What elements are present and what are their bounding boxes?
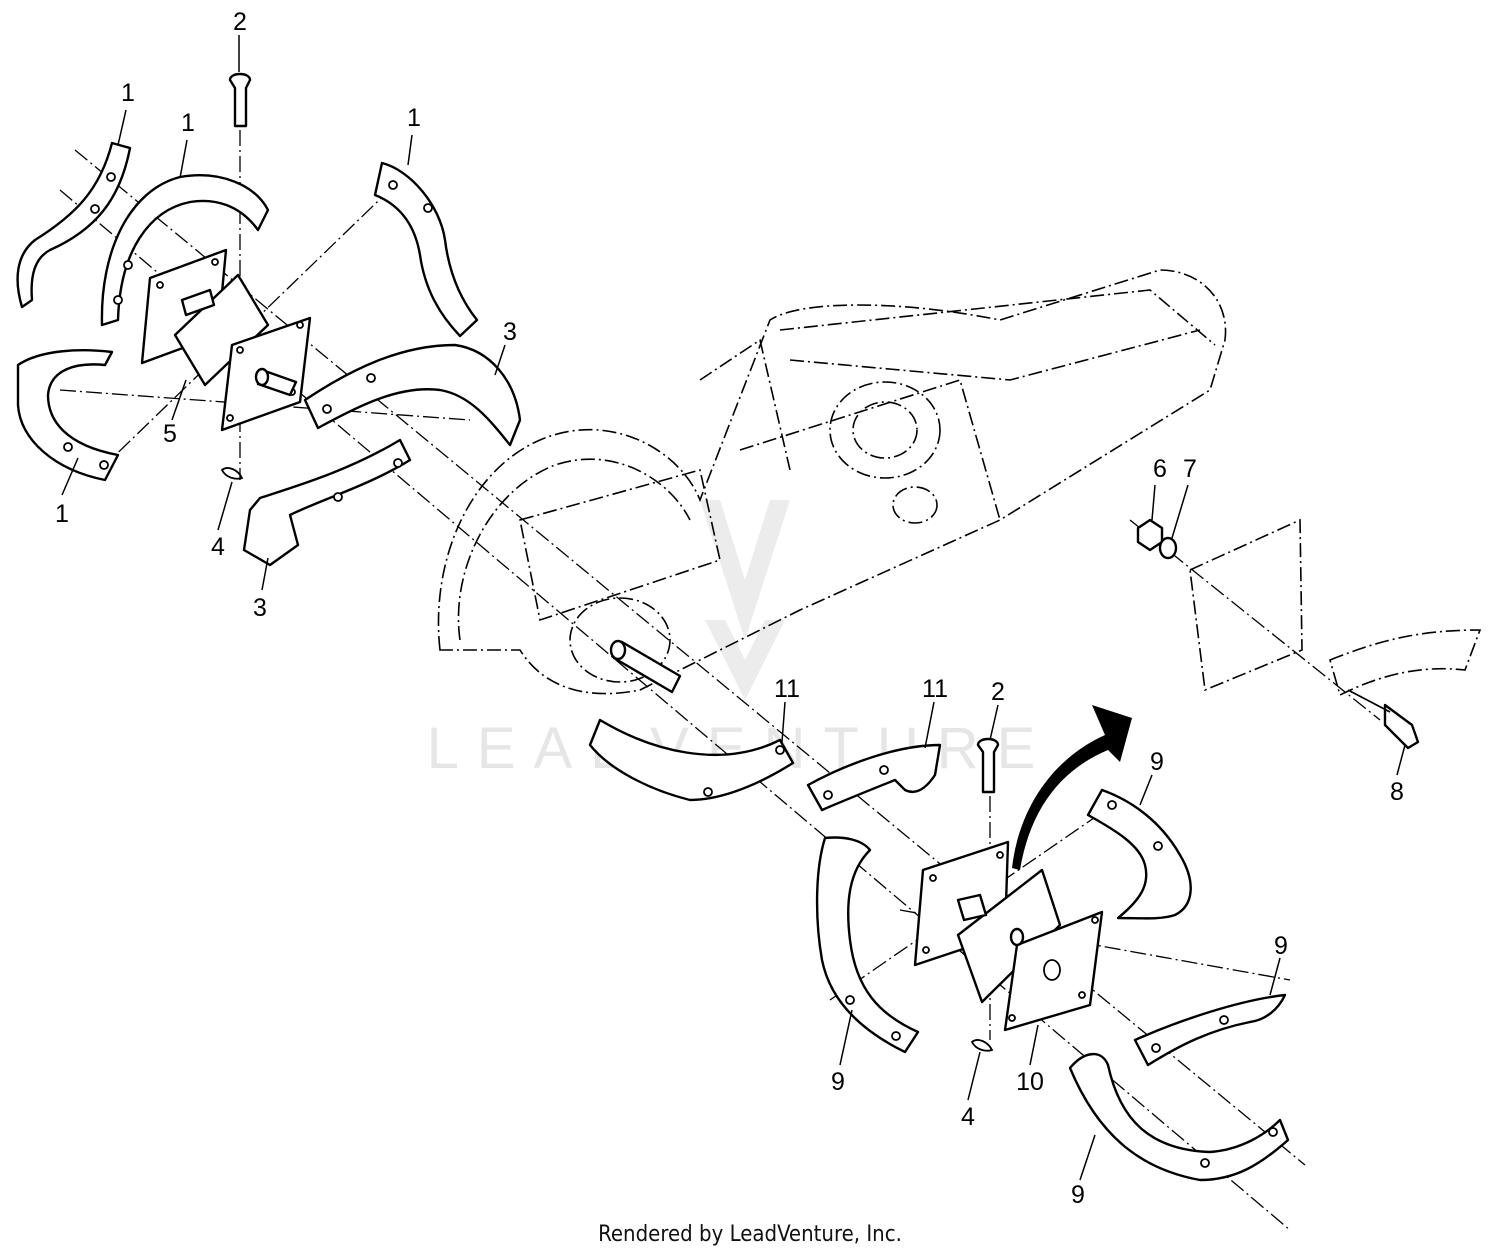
tine-11-right [806,743,942,812]
tine-9-upper-right [1086,788,1192,920]
tine-1-upper [100,174,270,327]
callout-9: 9 [1274,932,1288,960]
right-side-hardware [1136,518,1482,750]
callout-11: 11 [774,675,800,703]
callout-10: 10 [1016,1068,1044,1096]
callout-6: 6 [1153,455,1167,483]
callout-9: 9 [1071,1181,1085,1209]
shaft-hub-right-assembly [956,893,988,922]
tine-1-top-left [16,141,132,309]
rotation-direction-arrow [1012,705,1132,870]
callout-1: 1 [181,109,195,137]
callout-8: 8 [1390,778,1404,806]
lock-washer [1158,536,1178,560]
tine-9-bottom [1068,1052,1290,1182]
hex-nut [1136,518,1164,552]
callout-1: 1 [407,104,421,132]
centerlines [59,130,1381,1231]
leader-lines [61,35,1406,1181]
hex-bolt [1383,703,1420,750]
callout-3: 3 [503,318,517,346]
callout-2: 2 [991,678,1005,706]
callout-5: 5 [163,420,177,448]
hairpin-clip-right [970,1039,994,1052]
hairpin-clip-left [220,467,244,480]
shaft-hub-left [180,288,216,317]
callout-2: 2 [233,8,247,36]
tine-9-left [815,836,920,1054]
callout-4: 4 [211,533,225,561]
tine-3-lower [242,438,412,567]
flange-plate-left-middle [173,273,270,387]
footer-credit: Rendered by LeadVenture, Inc. [598,1222,902,1247]
callout-9: 9 [1150,748,1164,776]
tine-3-upper [303,343,522,447]
tiller-housing-phantom [437,269,1227,695]
callout-7: 7 [1183,455,1197,483]
watermark: LEADVENTURE [427,500,1035,781]
flange-plate-right-middle [956,868,1062,1004]
callout-11: 11 [922,675,948,703]
tine-shaft [609,639,682,694]
tine-1-lower-left [16,349,120,482]
right-tine-assembly [588,705,1290,1182]
callout-labels: 1 1 1 1 2 3 3 4 5 6 7 8 9 9 9 9 10 11 11… [55,8,1404,1209]
callout-4: 4 [961,1103,975,1131]
clevis-pin-right [976,737,1000,794]
callout-9: 9 [831,1068,845,1096]
clevis-pin-left [228,72,252,128]
callout-1: 1 [55,500,69,528]
left-tine-assembly [16,72,522,567]
callout-3: 3 [253,594,267,622]
tine-1-right [373,161,479,338]
tine-9-lower-right [1133,993,1287,1067]
callout-1: 1 [121,79,135,107]
tine-11-left [588,718,795,802]
